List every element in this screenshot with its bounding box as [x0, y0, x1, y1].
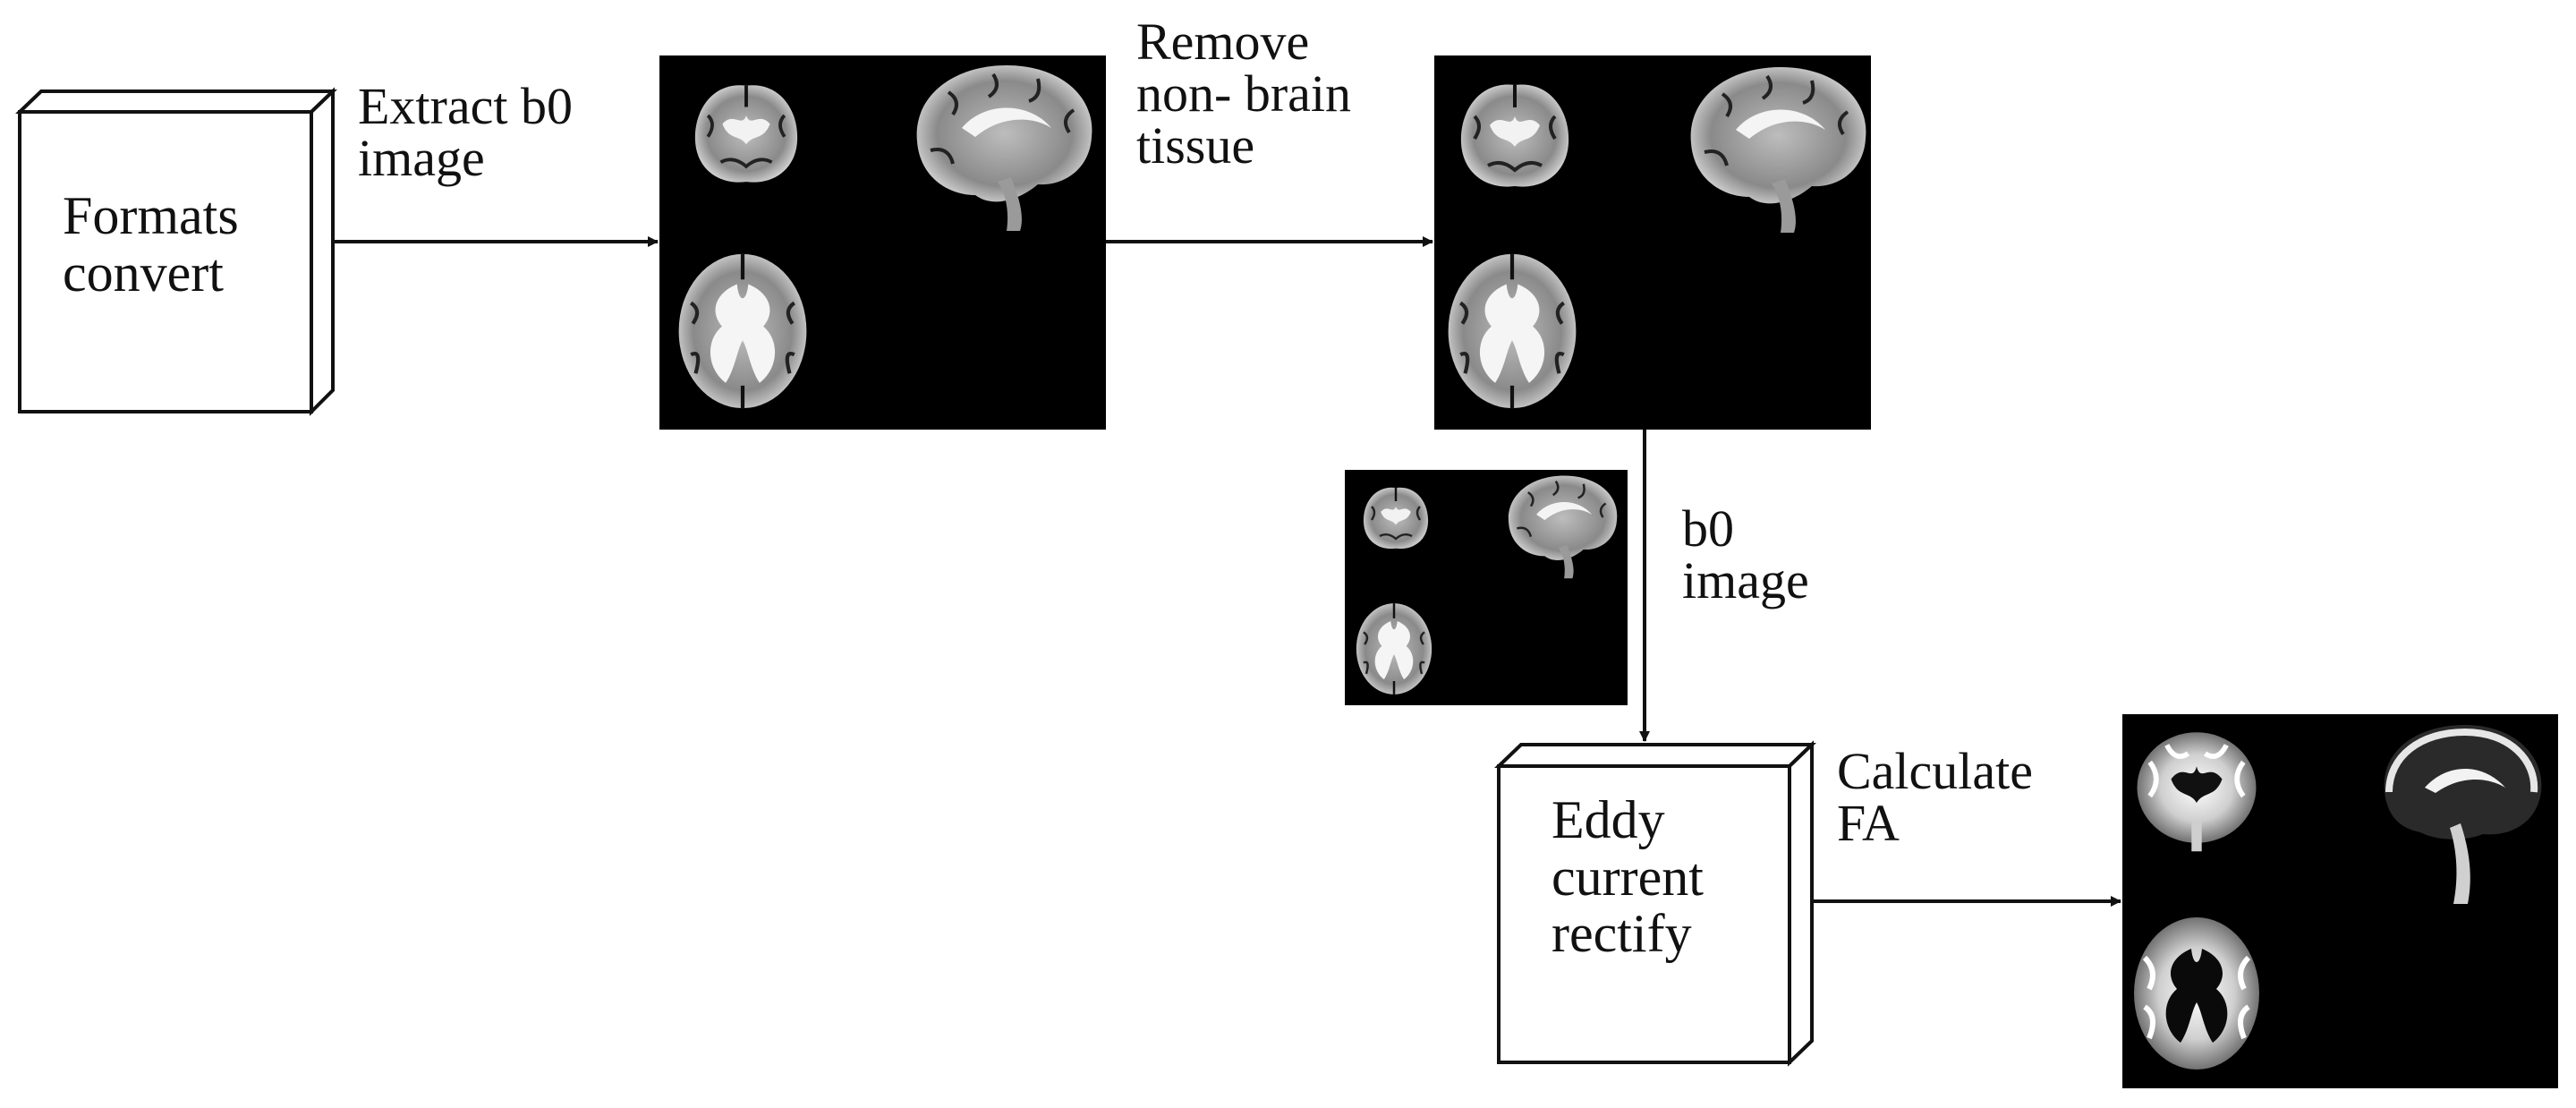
- eddy-current-rectify-box: [1494, 740, 1816, 1067]
- formats-convert-label: Formats convert: [63, 186, 239, 303]
- fa-map-image: [2122, 714, 2558, 1088]
- b0-image-label: b0 image: [1682, 499, 1809, 609]
- calculate-fa-label: Calculate FA: [1837, 742, 2034, 852]
- b0-extracted-brain-image: [659, 55, 1106, 430]
- formats-convert-box: [15, 87, 337, 416]
- b0-reference-image: [1345, 470, 1628, 705]
- brain-extracted-image: [1434, 55, 1871, 430]
- remove-non-brain-label: Remove non- brain tissue: [1136, 13, 1351, 175]
- eddy-current-rectify-label: Eddy current rectify: [1552, 790, 1704, 964]
- extract-b0-label: Extract b0 image: [358, 77, 573, 187]
